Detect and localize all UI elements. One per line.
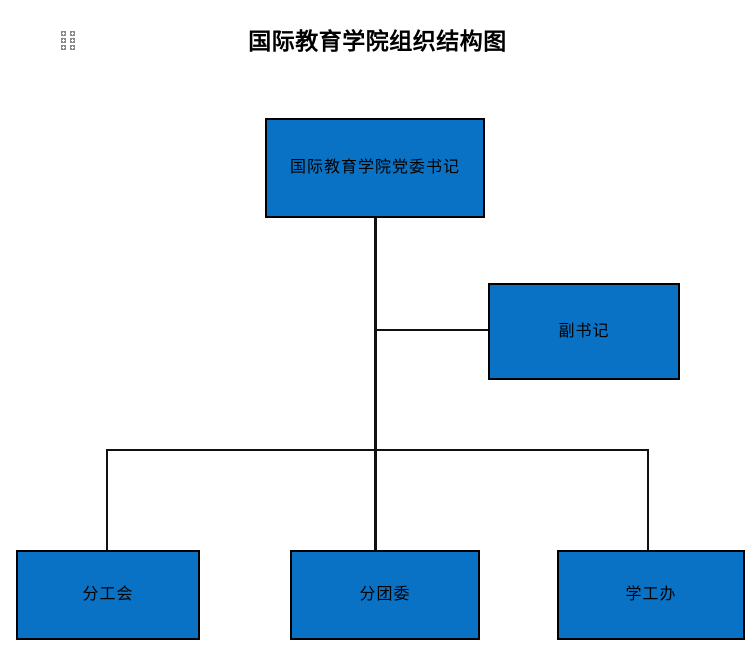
org-node-director[interactable]: 国际教育学院党委书记 [265, 118, 485, 218]
grip-dot [61, 38, 66, 43]
chart-title: 国际教育学院组织结构图 [248, 29, 507, 54]
grip-dot [70, 38, 75, 43]
connector-distribution-bar [106, 449, 649, 451]
org-node-league[interactable]: 分团委 [290, 550, 480, 640]
connector-to-union [106, 449, 108, 550]
grip-dot [61, 31, 66, 36]
org-node-affairs[interactable]: 学工办 [557, 550, 745, 640]
connector-to-affairs [647, 449, 649, 550]
connector-to-deputy [375, 329, 489, 331]
org-node-union[interactable]: 分工会 [16, 550, 200, 640]
grip-dot [70, 31, 75, 36]
grip-dot [70, 45, 75, 50]
connector-director-trunk [374, 218, 377, 550]
org-node-deputy[interactable]: 副书记 [488, 283, 680, 380]
drag-grip-icon[interactable] [61, 31, 75, 50]
grip-dot [61, 45, 66, 50]
